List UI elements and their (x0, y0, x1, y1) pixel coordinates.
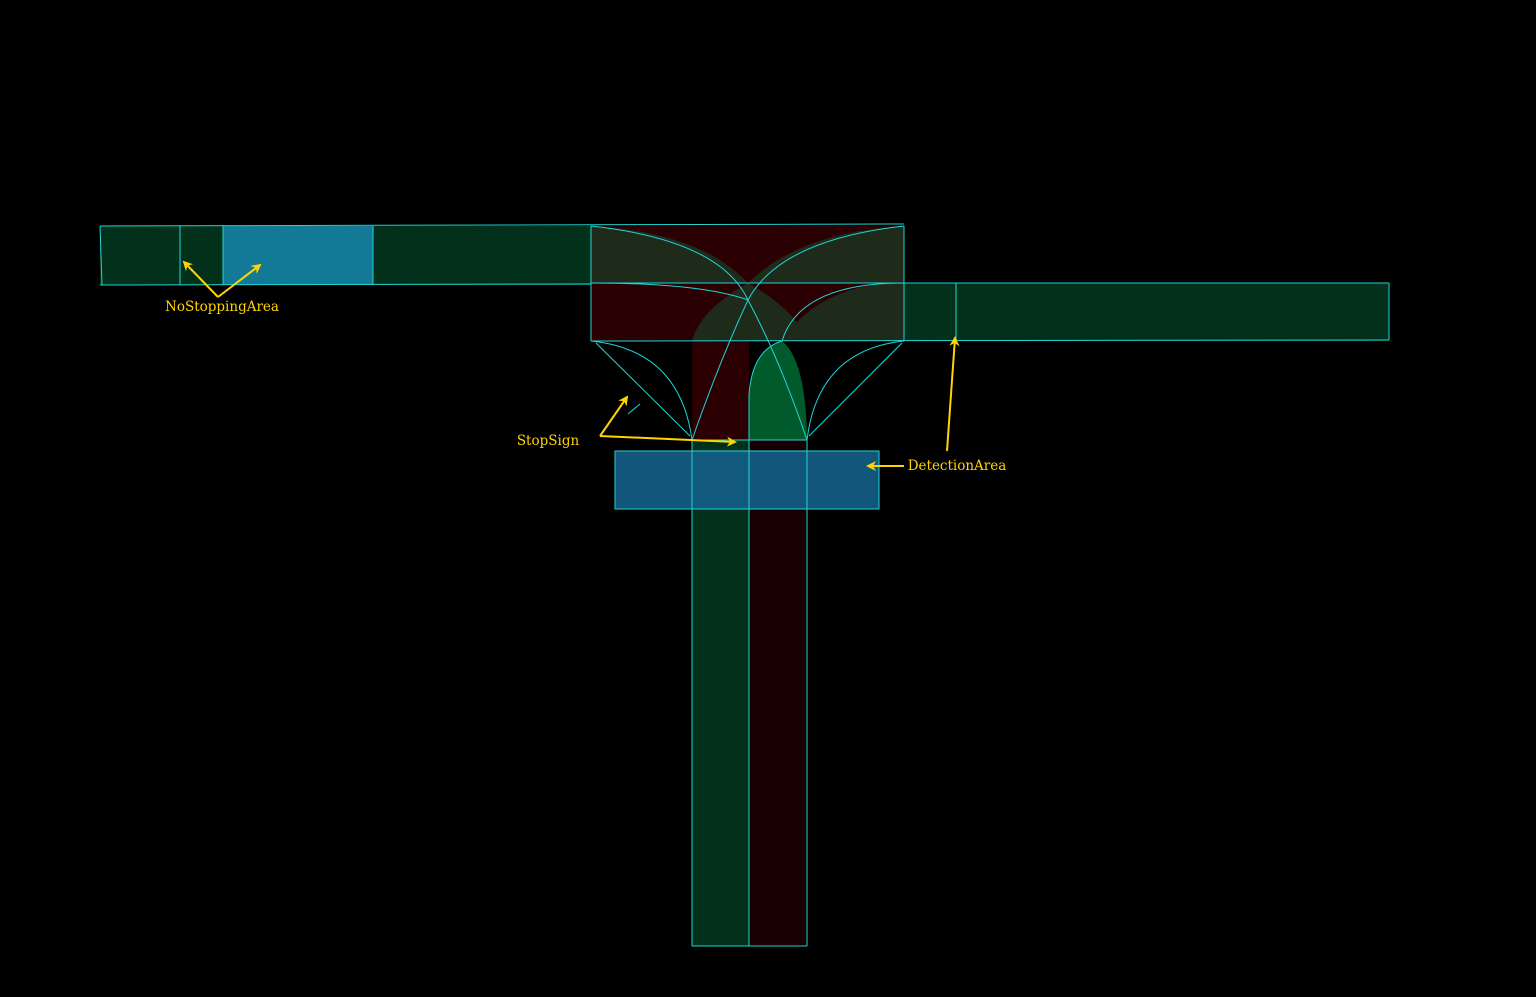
stop-sign-label: StopSign (517, 433, 580, 449)
arrow-icon (182, 260, 219, 298)
turn-overlap-left (591, 226, 748, 283)
no-stopping-annotation: NoStoppingArea (165, 260, 279, 315)
turn-overlap-center (692, 283, 807, 341)
arrow-icon (599, 395, 629, 437)
lanelet-right-1[interactable] (904, 283, 956, 341)
lanelet-left-1[interactable] (100, 226, 180, 285)
lanelet-vertical-left[interactable] (692, 440, 749, 946)
lanelet-left-3[interactable] (373, 226, 591, 285)
stop-sign-annotation: StopSign (517, 395, 737, 449)
detection-area-annotation: DetectionArea (866, 336, 1007, 474)
arrow-icon (946, 336, 960, 452)
intersection-left-stem[interactable] (692, 341, 749, 440)
corner-left (591, 341, 692, 440)
lanelet-vertical-right[interactable] (749, 440, 807, 946)
intersection (591, 226, 904, 440)
annotations: NoStoppingArea StopSign DetectionArea (165, 260, 1007, 474)
vertical-road (615, 440, 879, 946)
right-road (904, 283, 1389, 341)
turn-overlap-right (748, 226, 904, 283)
lanelet-right-2[interactable] (956, 283, 1389, 341)
lanelet-left-2[interactable] (180, 226, 223, 285)
right-turn-lanelet[interactable] (749, 341, 807, 440)
detection-area[interactable] (615, 451, 879, 509)
no-stopping-area-label: NoStoppingArea (165, 299, 279, 315)
detection-area-label: DetectionArea (908, 458, 1007, 474)
arrow-icon (217, 263, 262, 298)
turn-overlap-lower-right (782, 283, 904, 341)
arrow-icon (599, 435, 737, 447)
left-road (100, 226, 591, 285)
corner-right (807, 341, 904, 440)
